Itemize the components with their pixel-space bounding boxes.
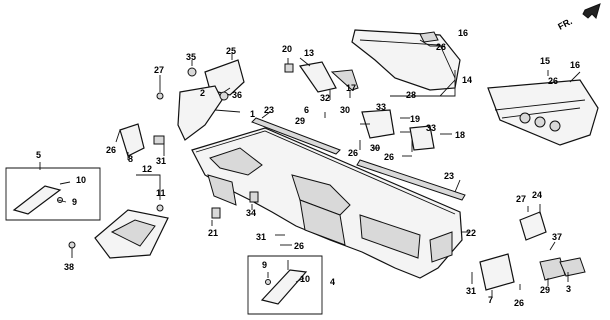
callout-26-right-mid: 26 [384, 152, 394, 162]
callout-10-left: 10 [76, 175, 86, 185]
callout-38: 38 [64, 262, 74, 272]
callout-7: 7 [488, 295, 493, 305]
callout-26-left: 26 [106, 145, 116, 155]
callout-26-top: 26 [436, 42, 446, 52]
callout-26-right: 26 [548, 76, 558, 86]
callout-9-center: 9 [262, 260, 267, 270]
callout-31-center: 31 [256, 232, 266, 242]
callout-22: 22 [466, 228, 476, 238]
callout-34: 34 [246, 208, 256, 218]
callout-10-center: 10 [300, 274, 310, 284]
callout-26-mid: 26 [348, 148, 358, 158]
callout-labels: 1 2 3 4 5 6 7 8 9 10 11 12 13 14 15 16 1… [36, 28, 580, 308]
callout-17: 17 [346, 83, 356, 93]
callout-21: 21 [208, 228, 218, 238]
lamp-16-top [419, 31, 439, 43]
callout-24: 24 [532, 190, 542, 200]
group-4 [247, 255, 323, 315]
leader-lines [39, 39, 581, 298]
callout-28: 28 [406, 90, 416, 100]
bolt-36 [219, 91, 229, 101]
callout-6: 6 [304, 105, 309, 115]
clip-21 [211, 207, 221, 219]
callout-30-mid: 30 [370, 143, 380, 153]
group-5 [5, 167, 101, 221]
switch-29 [539, 257, 566, 281]
bracket-19 [361, 109, 395, 139]
callout-27-left: 27 [154, 65, 164, 75]
callout-2: 2 [200, 88, 205, 98]
callout-1: 1 [250, 109, 255, 119]
front-label: FR. [556, 16, 573, 32]
front-arrow-icon [582, 3, 601, 19]
glove-box-opening [359, 214, 421, 259]
switch-3 [559, 257, 586, 277]
handle-17 [330, 69, 359, 91]
callout-9-left: 9 [72, 197, 77, 207]
bracket-24 [519, 211, 547, 241]
callout-31-right: 31 [466, 286, 476, 296]
defroster-strip-right [356, 159, 466, 201]
callout-31-left: 31 [156, 156, 166, 166]
bulb-38 [68, 241, 76, 249]
callout-29-bottom: 29 [540, 285, 550, 295]
callout-16-top: 16 [458, 28, 468, 38]
callout-18: 18 [455, 130, 465, 140]
meter-hood-14 [351, 29, 461, 91]
callout-12: 12 [142, 164, 152, 174]
callout-13: 13 [304, 48, 314, 58]
defroster-strip-left [251, 117, 341, 155]
lid-8 [119, 123, 145, 157]
callout-14: 14 [462, 75, 472, 85]
right-vent-opening [429, 231, 453, 263]
left-gauge-opening [209, 147, 263, 176]
callout-35: 35 [186, 52, 196, 62]
callout-11: 11 [156, 188, 166, 198]
callout-15: 15 [540, 56, 550, 66]
callout-29-top: 29 [295, 116, 305, 126]
callout-26-lower: 26 [294, 241, 304, 251]
callout-5: 5 [36, 150, 41, 160]
left-vent-opening [207, 174, 237, 206]
center-opening [291, 174, 351, 216]
callout-37: 37 [552, 232, 562, 242]
center-console-opening [299, 199, 346, 246]
callout-36: 36 [232, 90, 242, 100]
callout-33-top: 33 [376, 102, 386, 112]
bracket-13 [298, 61, 337, 93]
screw-11 [156, 204, 164, 212]
callout-33-right: 33 [426, 123, 436, 133]
switch-panel-7 [479, 253, 515, 291]
bracket-18 [409, 125, 435, 151]
callout-23-left: 23 [264, 105, 274, 115]
callout-20: 20 [282, 44, 292, 54]
callout-3: 3 [566, 284, 571, 294]
callout-4: 4 [330, 277, 335, 287]
clip-20 [284, 63, 294, 73]
callout-27-right: 27 [516, 194, 526, 204]
panel-12-vent [110, 219, 156, 247]
callout-26-bottom: 26 [514, 298, 524, 308]
pocket-10-center [260, 269, 308, 305]
clip-31-left [153, 135, 165, 145]
callout-25: 25 [226, 46, 236, 56]
callout-19: 19 [410, 114, 420, 124]
callout-16-right: 16 [570, 60, 580, 70]
dashboard-panel [191, 127, 463, 279]
callout-23-right: 23 [444, 171, 454, 181]
callout-8: 8 [128, 154, 133, 164]
callout-32: 32 [320, 93, 330, 103]
clip-27-left [156, 92, 164, 100]
callout-30-top: 30 [340, 105, 350, 115]
nut-35 [187, 67, 197, 77]
pocket-10-left [12, 185, 62, 215]
bracket-1 [177, 85, 223, 141]
clip-34 [249, 191, 259, 203]
front-direction-indicator: FR. [556, 3, 601, 32]
